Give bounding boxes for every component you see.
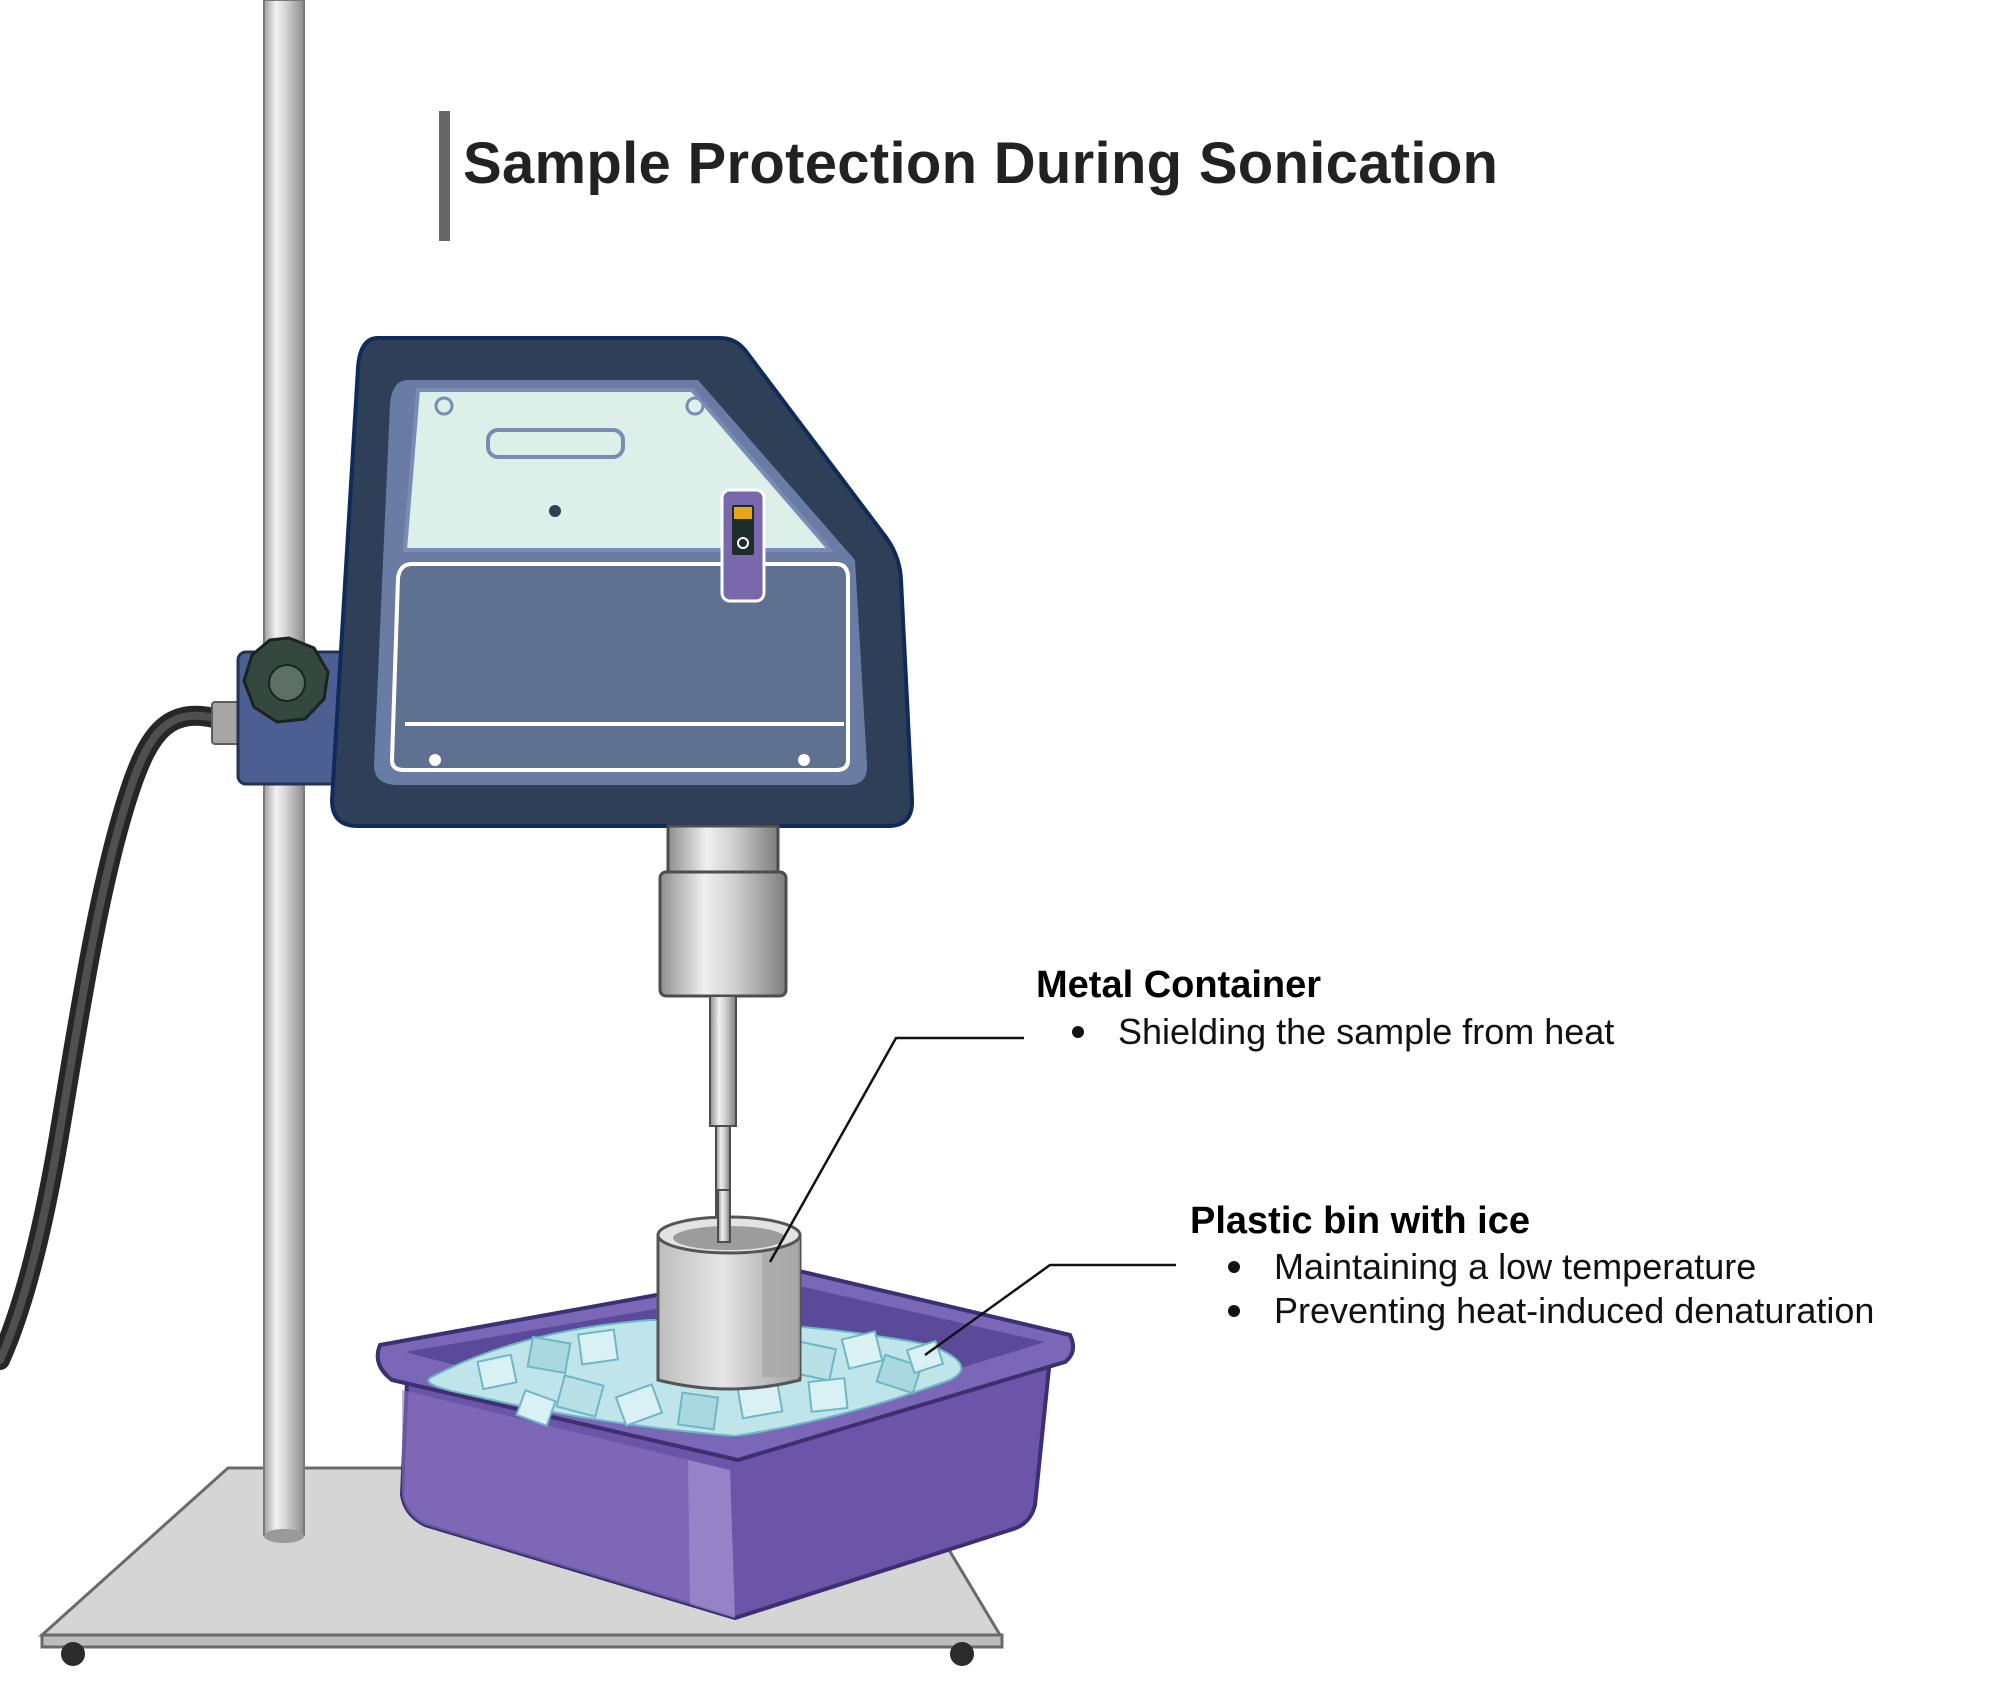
list-item: Preventing heat-induced denaturation [1220,1289,1874,1333]
bullet-text: Maintaining a low temperature [1274,1246,1757,1287]
sonication-probe [658,824,788,1247]
title-accent-bar [439,111,450,241]
metal-container [656,1189,802,1391]
stand-foot [950,1642,974,1666]
stand-clamp [236,636,350,786]
plastic-bin-heading: Plastic bin with ice [1190,1200,1530,1242]
metal-container-bullets: Shielding the sample from heat [1064,1010,1614,1054]
sonicator [329,336,915,828]
metal-container-leader [768,1036,1024,1263]
plastic-bin-leader [924,1263,1176,1357]
probe-tip [717,1189,731,1243]
power-switch[interactable] [720,488,766,603]
metal-container-heading: Metal Container [1036,964,1322,1006]
bullet-icon [1072,1026,1084,1038]
page-title: Sample Protection During Sonication [463,131,1499,196]
bullet-icon [1228,1261,1240,1273]
sonicator-lower-panel [389,562,850,772]
bullet-icon [1228,1305,1240,1317]
list-item: Shielding the sample from heat [1064,1010,1614,1054]
plastic-bin-bullets: Maintaining a low temperature Preventing… [1220,1245,1874,1333]
display-window [486,428,625,459]
bullet-text: Preventing heat-induced denaturation [1274,1290,1875,1331]
switch-indicator [734,507,752,519]
stand-foot [61,1642,85,1666]
bullet-text: Shielding the sample from heat [1118,1011,1615,1052]
list-item: Maintaining a low temperature [1220,1245,1874,1289]
